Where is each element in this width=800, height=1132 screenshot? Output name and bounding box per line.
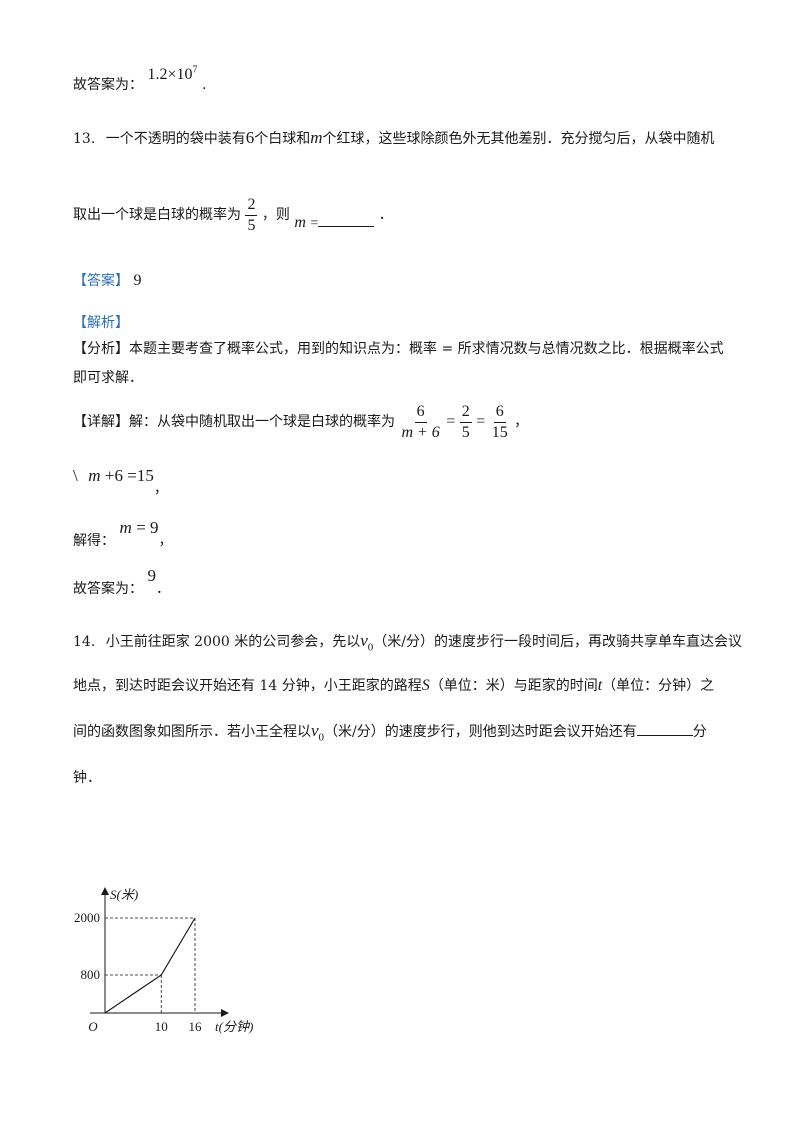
fraction-numerator: 6 [493, 403, 506, 423]
q13-probability-fraction: 2 5 [245, 196, 258, 234]
fraction-numerator: 2 [245, 196, 258, 216]
fraction-denominator: 5 [461, 423, 470, 441]
origin-label: O [88, 1019, 98, 1034]
answer-blank[interactable] [318, 226, 375, 228]
v0-symbol: v0 [311, 721, 325, 744]
q14-text: （米/分）的速度步行，则他到达时距会议开始还有 [324, 724, 637, 740]
v0-symbol: v0 [360, 631, 374, 654]
comma: ， [153, 481, 168, 497]
xiangjie-tag: 【详解】 [73, 414, 129, 431]
q14-line4: 钟． [73, 770, 101, 786]
q14-line3: 间的函数图象如图所示．若小王全程以v0（米/分）的速度步行，则他到达时距会议开始… [73, 721, 707, 743]
q14-text: （单位：分钟）之 [602, 678, 715, 694]
y-tick-label: 2000 [74, 910, 100, 925]
comma: ， [514, 414, 529, 431]
q13-m: m [310, 128, 323, 147]
series-line [104, 917, 196, 1014]
q14-line2: 地点，到达时距会议开始还有 14 分钟，小王距家的路程S（单位：米）与距家的时间… [73, 675, 714, 695]
fraction-denominator: 5 [247, 216, 256, 234]
q13-text: 个红球，这些球除颜色外无其他差别．充分搅匀后，从袋中随机 [322, 131, 715, 147]
t-symbol: t [597, 677, 603, 694]
q14-text: （单位：米）与距家的时间 [429, 678, 598, 694]
step1-equation: +6 =15 [104, 466, 154, 485]
comma: ， [158, 533, 173, 549]
q12-answer-exponent: 7 [192, 64, 198, 76]
eq-fraction-2: 2 5 [459, 403, 472, 441]
therefore-symbol: \ [73, 466, 78, 485]
q14-number: 14. [73, 634, 96, 650]
x-axis-label: t(分钟) [215, 1019, 253, 1034]
S-symbol: S [421, 677, 430, 694]
fenxi-line2: 即可求解． [73, 370, 143, 386]
equals-sign: = [446, 413, 456, 431]
step1-m: m [88, 466, 101, 485]
x-tick-label: 10 [155, 1019, 168, 1034]
q14-line1: 14. 小王前往距家 2000 米的公司参会，先以v0（米/分）的速度步行一段时… [73, 631, 742, 653]
xiangjie-line: 【详解】解：从袋中随机取出一个球是白球的概率为 6 m + 6 = 2 5 = … [73, 403, 528, 441]
q12-answer-prefix: 故答案为： [73, 77, 143, 93]
q13-equals: = [310, 216, 319, 232]
answer-tag: 【答案】 [73, 273, 129, 289]
q14-text: （米/分）的速度步行一段时间后，再改骑共享单车直达会议 [373, 634, 743, 650]
eq-fraction-1: 6 m + 6 [399, 403, 441, 441]
final-value: 9 [147, 566, 156, 585]
fraction-denominator: 15 [491, 423, 508, 441]
fraction-numerator: 6 [414, 403, 427, 423]
q12-answer-line: 故答案为： 1.2×107 . [73, 64, 206, 94]
xiangjie-text: 解：从袋中随机取出一个球是白球的概率为 [129, 414, 395, 431]
fraction-denominator: m + 6 [401, 423, 440, 441]
q13-text: ． [378, 207, 393, 224]
fenxi-line1: 【分析】本题主要考查了概率公式，用到的知识点为：概率 = 所求情况数与总情况数之… [73, 338, 724, 358]
y-tick-label: 800 [81, 967, 101, 982]
q13-six: 6 [245, 128, 255, 147]
final-label: 故答案为： [73, 581, 143, 597]
step2-m: m [119, 518, 132, 537]
q12-answer-period: . [201, 77, 207, 93]
q14-text: 分 [692, 724, 707, 740]
step1-line: \ m +6 =15， [73, 466, 168, 500]
q14-text: 小王前往距家 2000 米的公司参会，先以 [105, 634, 361, 650]
step2-equation: = 9 [136, 518, 159, 537]
q13-answer: 【答案】 9 [73, 270, 141, 290]
q12-answer-value: 1.2×107 [147, 64, 198, 83]
answer-blank[interactable] [636, 735, 693, 736]
eq-fraction-3: 6 15 [490, 403, 510, 441]
q13-text: 取出一个球是白球的概率为 [73, 207, 241, 224]
fenxi-tag: 【分析】 [73, 341, 129, 357]
y-axis-label: S(米) [110, 887, 138, 902]
final-period: ． [155, 581, 170, 597]
x-tick-label: 16 [189, 1019, 203, 1034]
q13-text: ，则 [261, 207, 290, 224]
equals-sign: = [476, 413, 486, 431]
q13-number: 13. [73, 131, 96, 147]
answer-value: 9 [133, 272, 142, 289]
analysis-tag: 【解析】 [73, 315, 129, 331]
q14-text: 地点，到达时距会议开始还有 14 分钟，小王距家的路程 [73, 678, 422, 694]
step2-label: 解得： [73, 533, 115, 549]
q13-m: m [294, 214, 306, 232]
fraction-numerator: 2 [459, 403, 472, 423]
fenxi-text: 本题主要考查了概率公式，用到的知识点为：概率 = 所求情况数与总情况数之比．根据… [129, 341, 724, 357]
q14-text: 间的函数图象如图所示．若小王全程以 [73, 724, 311, 740]
q13-text: 个白球和 [254, 131, 311, 147]
final-answer-line: 故答案为： 9． [73, 566, 170, 600]
q13-line1: 13. 一个不透明的袋中装有6个白球和m个红球，这些球除颜色外无其他差别．充分搅… [73, 128, 715, 148]
step2-line: 解得： m = 9， [73, 518, 173, 552]
q13-text: 一个不透明的袋中装有 [105, 131, 246, 147]
q13-line2: 取出一个球是白球的概率为 2 5 ，则 m = ． [73, 196, 393, 234]
